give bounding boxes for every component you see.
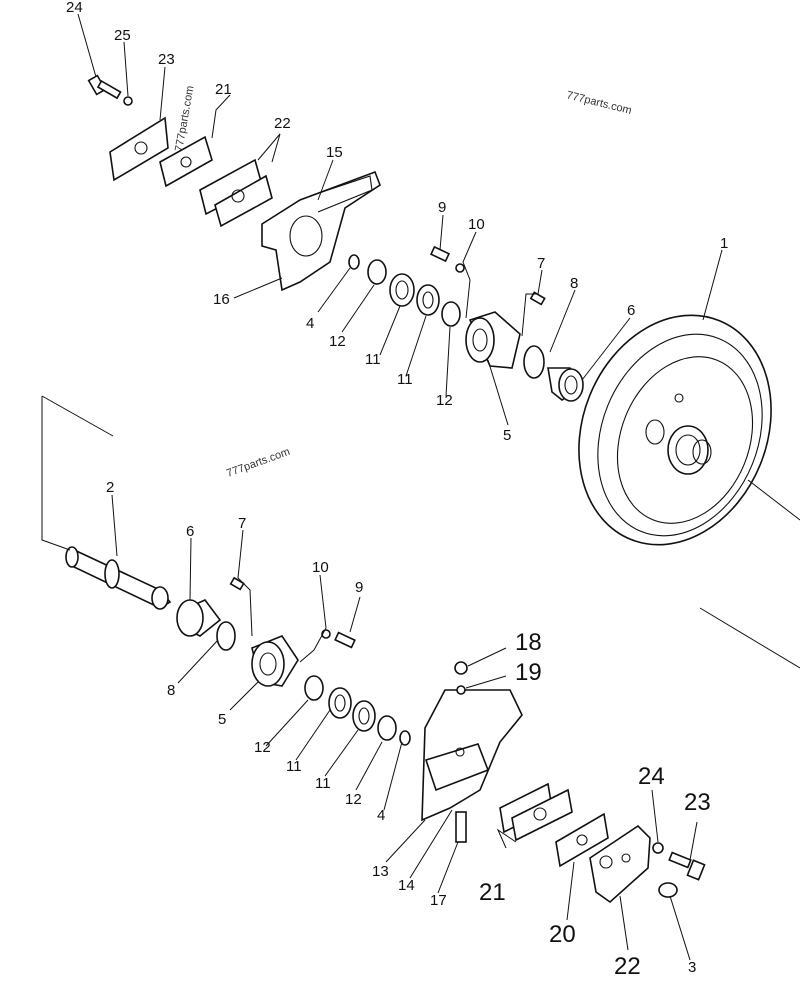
callout-8-lower: 8 [167,682,175,699]
callout-10-lower: 10 [312,559,329,576]
callout-21-lower: 21 [479,879,506,906]
callout-14: 14 [398,877,415,894]
callout-11-upper-b: 11 [397,371,413,388]
upper-collar [429,245,546,369]
lower-support [421,661,523,843]
callout-22-upper: 22 [274,115,291,132]
callout-22-lower: 22 [614,953,641,980]
watermark-middle: 777parts.com [225,446,292,480]
lower-bolt [652,842,706,881]
callout-20: 20 [549,921,576,948]
upper-shims [199,158,273,228]
lower-cover-plate [589,824,678,904]
upper-bushing [523,345,584,402]
upper-gasket [159,135,213,188]
callout-7-lower: 7 [238,515,246,532]
callout-12-lower-a: 12 [254,739,271,756]
callout-6-upper: 6 [627,302,635,319]
callout-5-lower: 5 [218,711,226,728]
callout-12-upper-b: 12 [436,392,453,409]
callout-11-lower-a: 11 [286,758,302,775]
callout-5-upper: 5 [503,427,511,444]
callout-3: 3 [688,959,696,976]
leader-lines [77,13,723,961]
upper-support [261,170,381,292]
callout-17: 17 [430,892,447,909]
callout-10-upper: 10 [468,216,485,233]
callout-13: 13 [372,863,389,880]
lower-bushing [176,599,236,651]
frame-line [699,479,800,669]
watermark-top-right: 777parts.com [565,89,633,117]
upper-bolt [87,74,133,106]
callout-11-lower-b: 11 [315,775,331,792]
shaft [41,395,172,610]
callout-23-lower: 23 [684,789,711,816]
callout-6-lower: 6 [186,523,194,540]
callout-16: 16 [213,291,230,308]
callout-21-upper: 21 [215,81,232,98]
lower-shims [499,782,573,842]
callout-19: 19 [515,659,542,686]
callout-labels: 1 2 3 4 4 5 5 6 6 7 7 8 8 9 9 10 10 11 1… [66,0,728,980]
callout-12-upper-a: 12 [329,333,346,350]
callout-18: 18 [515,629,542,656]
lower-collar [229,576,356,687]
upper-seal-stack [348,254,461,327]
callout-12-lower-b: 12 [345,791,362,808]
callout-9-lower: 9 [355,579,363,596]
lower-seal-stack [304,675,411,746]
callout-8-upper: 8 [570,275,578,292]
callout-24-lower: 24 [638,763,665,790]
callout-15: 15 [326,144,343,161]
watermark-top-left: 777parts.com [173,85,196,153]
upper-cover-plate [109,116,169,182]
callout-25: 25 [114,27,131,44]
callout-11-upper-a: 11 [365,351,381,368]
callout-23-upper: 23 [158,51,175,68]
callout-1: 1 [720,235,728,252]
callout-4-lower: 4 [377,807,385,824]
callout-24-upper: 24 [66,0,83,16]
idler-wheel [578,314,772,546]
callout-4-upper: 4 [306,315,314,332]
callout-9-upper: 9 [438,199,446,216]
lower-gasket [555,812,609,868]
callout-7-upper: 7 [537,255,545,272]
callout-2: 2 [106,479,114,496]
